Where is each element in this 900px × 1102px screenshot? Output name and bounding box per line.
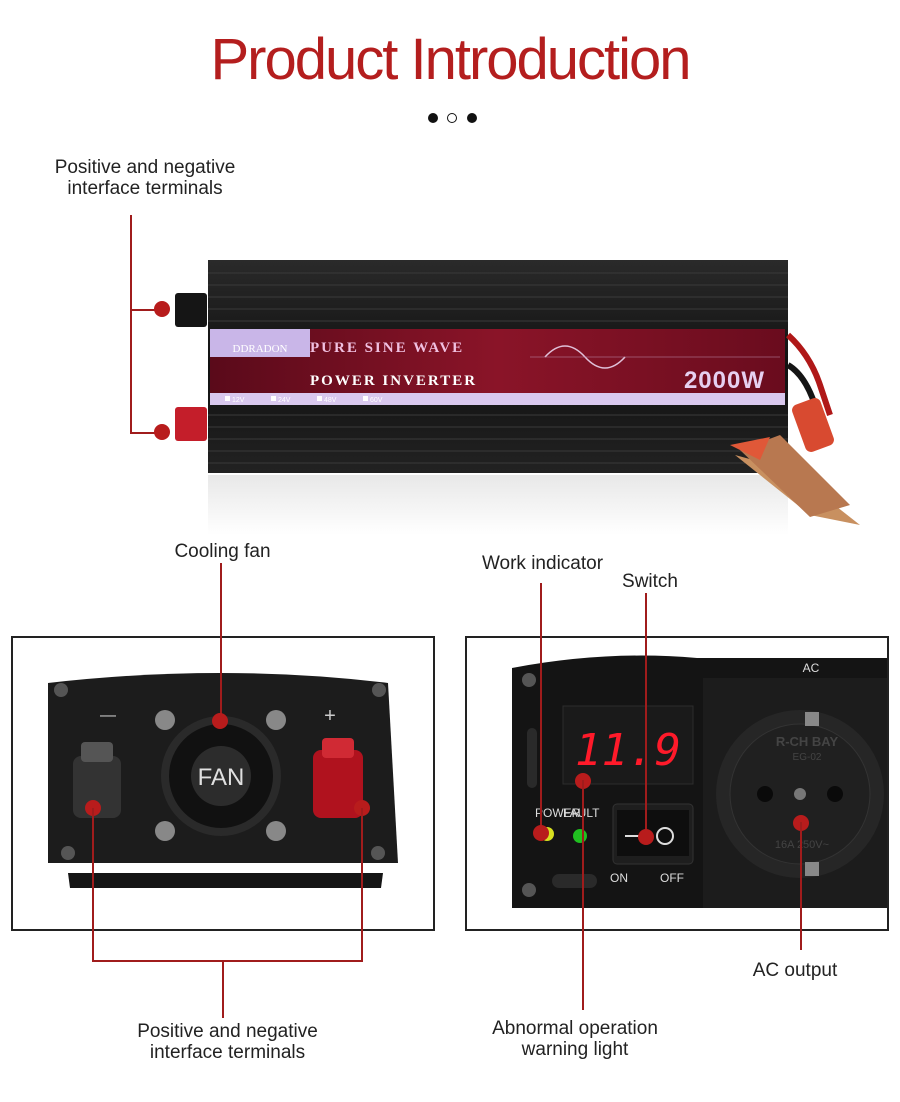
leader-line <box>361 808 363 961</box>
fault-label: FAULT <box>563 806 600 820</box>
front-panel-illustration: 11.9 POWER FAULT ON OFF AC R-CH BAY EG-0… <box>512 655 887 908</box>
callout-switch: Switch <box>622 571 678 592</box>
leader-line <box>92 960 363 962</box>
voltage-label: 60V <box>370 397 383 404</box>
switch-off-label: OFF <box>660 871 684 885</box>
screw-icon <box>266 710 286 730</box>
carousel-dot-2[interactable] <box>447 113 457 123</box>
leader-line <box>92 808 94 961</box>
leader-line <box>220 563 222 721</box>
callout-terminals-top: Positive and negative interface terminal… <box>40 157 250 199</box>
screw-icon <box>371 846 385 860</box>
callout-abnormal-light: Abnormal operation warning light <box>455 1018 695 1060</box>
brand-text: DDRADON <box>233 343 288 355</box>
brand-box <box>210 329 310 357</box>
negative-terminal <box>175 293 207 327</box>
marker-dot <box>212 713 228 729</box>
screw-icon <box>522 673 536 687</box>
carousel-dot-3[interactable] <box>467 113 477 123</box>
callout-line: warning light <box>521 1039 629 1060</box>
leader-line <box>130 309 162 311</box>
carousel-dot-1[interactable] <box>428 113 438 123</box>
leader-line <box>222 960 224 1018</box>
leader-line <box>540 583 542 831</box>
voltage-display <box>562 705 694 785</box>
callout-line: interface terminals <box>149 1042 306 1063</box>
callout-cooling-fan: Cooling fan <box>174 541 271 562</box>
screw-icon <box>54 683 68 697</box>
positive-knob <box>313 750 363 818</box>
clamp-jaw <box>740 435 850 517</box>
socket-hole <box>757 786 773 802</box>
callout-work-indicator: Work indicator <box>481 553 604 574</box>
callout-line: Positive and negative <box>137 1021 318 1042</box>
voltage-strip <box>210 393 785 405</box>
ac-label: AC <box>803 661 820 675</box>
fan-label: FAN <box>198 764 245 791</box>
voltage-label: 48V <box>324 397 337 404</box>
leader-line <box>130 215 132 434</box>
callout-ac-output: AC output <box>752 960 838 981</box>
switch-on-label: ON <box>610 871 628 885</box>
screw-icon <box>522 883 536 897</box>
screw-icon <box>155 821 175 841</box>
leader-line <box>800 822 802 950</box>
inverter-illustration: DDRADON PURE SINE WAVE POWER INVERTER 20… <box>175 260 860 535</box>
voltage-readout: 11.9 <box>575 725 681 776</box>
carousel-dots <box>425 113 485 125</box>
power-rating: 2000W <box>684 367 765 394</box>
marker-dot <box>154 301 170 317</box>
leader-line <box>582 780 584 1010</box>
marker-dot <box>638 829 654 845</box>
leader-line <box>130 432 162 434</box>
negative-knob <box>73 756 121 818</box>
voltage-label: 24V <box>278 397 291 404</box>
screw-icon <box>372 683 386 697</box>
screw-icon <box>155 710 175 730</box>
clamp-tip <box>730 437 770 460</box>
callout-line: interface terminals <box>67 178 223 199</box>
power-label: POWER <box>535 806 581 820</box>
socket-brand: R-CH BAY <box>776 734 839 749</box>
callout-line: Positive and negative <box>54 157 236 178</box>
reflection <box>208 475 788 535</box>
socket-model: EG-02 <box>793 752 822 763</box>
plus-label: + <box>324 705 336 727</box>
callout-line: Abnormal operation <box>492 1018 658 1039</box>
page-title: Product Introduction <box>210 27 691 92</box>
rear-panel-illustration: — + FAN <box>48 673 398 888</box>
screw-icon <box>61 846 75 860</box>
fault-led-icon <box>573 829 587 843</box>
clamp-handle <box>792 398 834 452</box>
product-line2: POWER INVERTER <box>310 373 477 389</box>
socket-rating: 16A 250V~ <box>775 839 829 851</box>
leader-line <box>645 593 647 837</box>
positive-terminal <box>175 407 207 441</box>
minus-label: — <box>100 707 116 724</box>
product-line1: PURE SINE WAVE <box>310 340 464 356</box>
marker-dot <box>533 825 549 841</box>
marker-dot <box>154 424 170 440</box>
callout-terminals-bottom: Positive and negative interface terminal… <box>105 1021 350 1063</box>
socket-hole <box>827 786 843 802</box>
screw-icon <box>266 821 286 841</box>
voltage-label: 12V <box>232 397 245 404</box>
